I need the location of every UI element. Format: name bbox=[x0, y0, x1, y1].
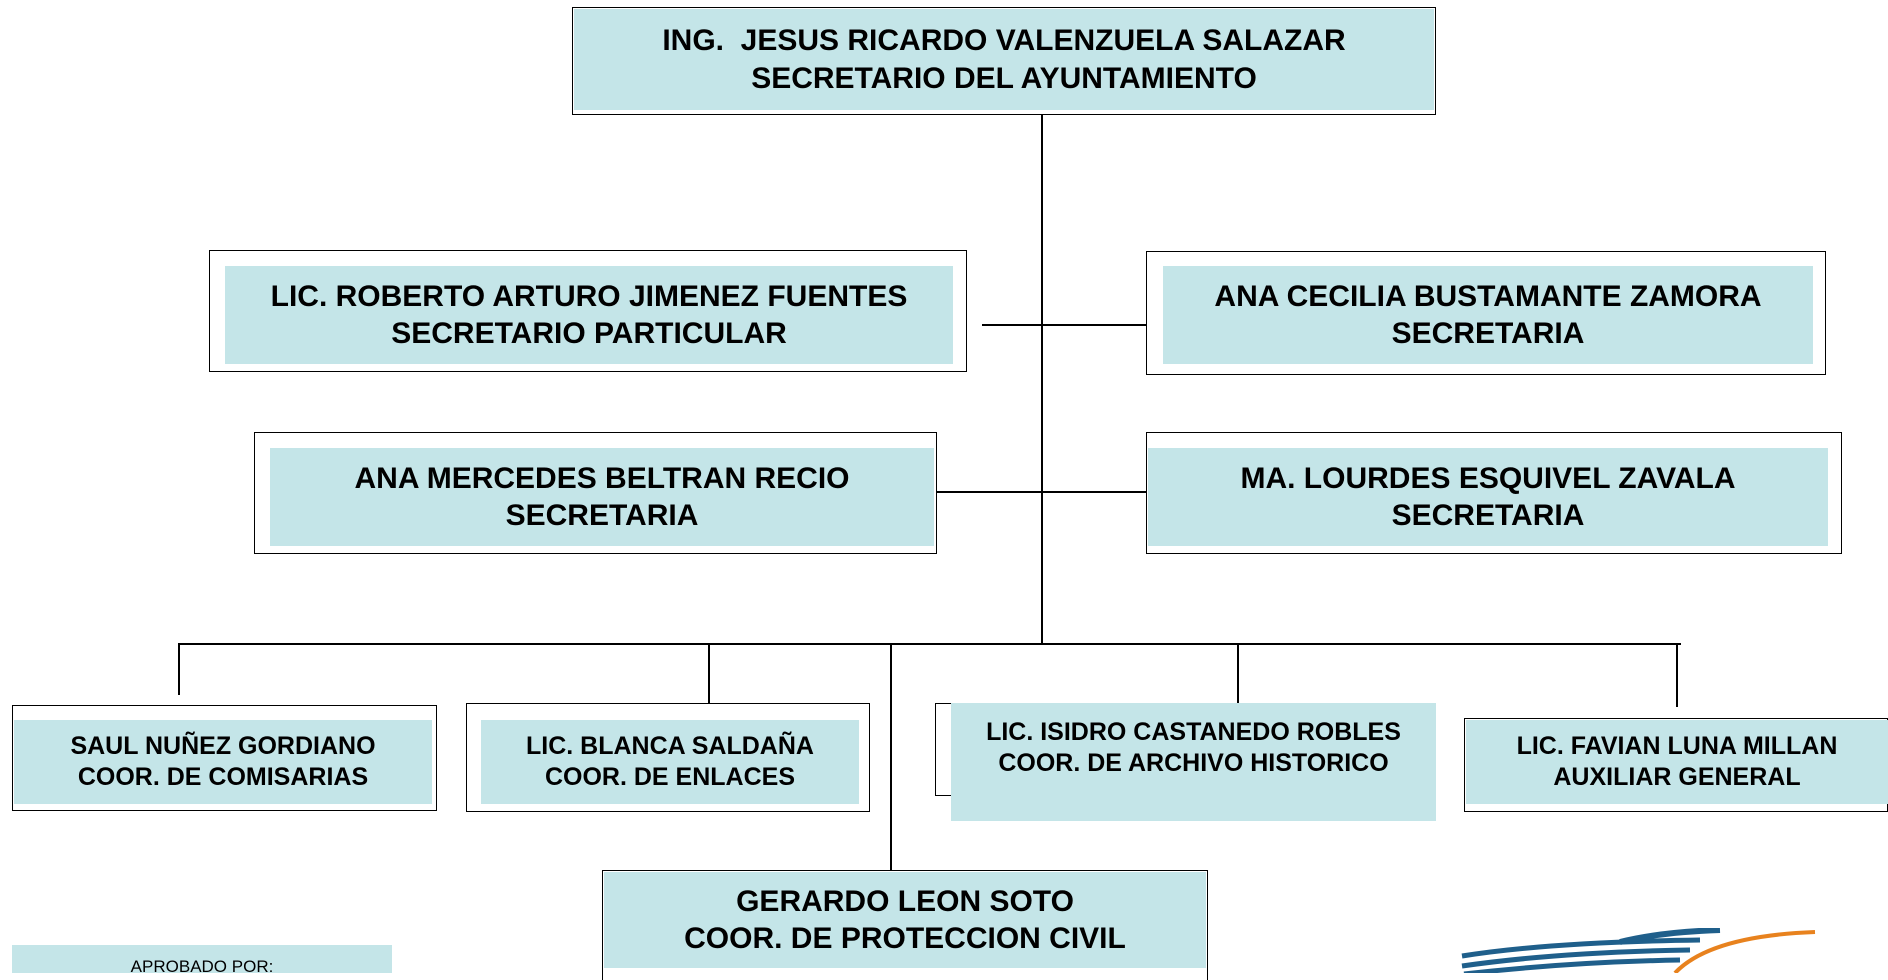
coord-2-title: COOR. DE ENLACES bbox=[544, 763, 796, 791]
approval-note: APROBADO POR: bbox=[12, 945, 392, 976]
coordinators-bus-line bbox=[178, 643, 1681, 645]
coord-2-name: LIC. BLANCA SALDAÑA bbox=[526, 731, 814, 760]
coord-5-title: COOR. DE PROTECCION CIVIL bbox=[684, 922, 1126, 955]
connector-staff-2 bbox=[935, 491, 1147, 493]
staff-left-2-box: ANA MERCEDES BELTRAN RECIO SECRETARIA bbox=[270, 448, 934, 546]
approval-note-text: APROBADO POR: bbox=[130, 957, 274, 976]
coord-1-name: SAUL NUÑEZ GORDIANO bbox=[70, 731, 376, 760]
coord-5-name: GERARDO LEON SOTO bbox=[736, 884, 1074, 918]
staff-left-2-name: ANA MERCEDES BELTRAN RECIO bbox=[354, 461, 850, 495]
coord-4-title: AUXILIAR GENERAL bbox=[1553, 763, 1801, 791]
drop-coord-3 bbox=[1237, 643, 1239, 703]
coord-3-name: LIC. ISIDRO CASTANEDO ROBLES bbox=[986, 718, 1401, 746]
coord-4-box: LIC. FAVIAN LUNA MILLAN AUXILIAR GENERAL bbox=[1466, 720, 1888, 804]
drop-coord-1 bbox=[178, 643, 180, 695]
coord-3-title: COOR. DE ARCHIVO HISTORICO bbox=[998, 749, 1389, 778]
coord-3-box: LIC. ISIDRO CASTANEDO ROBLES COOR. DE AR… bbox=[951, 703, 1436, 821]
drop-coord-4 bbox=[1676, 643, 1678, 707]
staff-left-1-box: LIC. ROBERTO ARTURO JIMENEZ FUENTES SECR… bbox=[225, 266, 953, 364]
staff-right-1-title: SECRETARIA bbox=[1391, 317, 1585, 350]
staff-left-1-title: SECRETARIO PARTICULAR bbox=[391, 317, 787, 350]
drop-coord-2 bbox=[708, 643, 710, 703]
connector-staff-1 bbox=[982, 324, 1152, 326]
coord-2-box: LIC. BLANCA SALDAÑA COOR. DE ENLACES bbox=[481, 720, 859, 804]
head-title: SECRETARIO DEL AYUNTAMIENTO bbox=[751, 61, 1257, 95]
coord-4-name: LIC. FAVIAN LUNA MILLAN bbox=[1516, 731, 1838, 760]
head-box: ING. JESUS RICARDO VALENZUELA SALAZAR SE… bbox=[574, 9, 1434, 110]
head-name: ING. JESUS RICARDO VALENZUELA SALAZAR bbox=[662, 24, 1346, 57]
coord-1-title: COOR. DE COMISARIAS bbox=[77, 763, 369, 791]
staff-right-1-box: ANA CECILIA BUSTAMANTE ZAMORA SECRETARIA bbox=[1163, 266, 1813, 364]
drop-coord-5 bbox=[890, 643, 892, 871]
municipal-logo-icon bbox=[1461, 928, 1816, 973]
coord-1-box: SAUL NUÑEZ GORDIANO COOR. DE COMISARIAS bbox=[14, 720, 432, 804]
coord-5-box: GERARDO LEON SOTO COOR. DE PROTECCION CI… bbox=[604, 872, 1206, 968]
staff-right-2-name: MA. LOURDES ESQUIVEL ZAVALA bbox=[1240, 461, 1736, 495]
staff-right-1-name: ANA CECILIA BUSTAMANTE ZAMORA bbox=[1214, 279, 1762, 313]
staff-right-2-box: MA. LOURDES ESQUIVEL ZAVALA SECRETARIA bbox=[1148, 448, 1828, 546]
staff-right-2-title: SECRETARIA bbox=[1391, 499, 1585, 532]
staff-left-1-name: LIC. ROBERTO ARTURO JIMENEZ FUENTES bbox=[270, 279, 908, 313]
staff-left-2-title: SECRETARIA bbox=[505, 499, 699, 532]
trunk-line bbox=[1041, 114, 1043, 644]
